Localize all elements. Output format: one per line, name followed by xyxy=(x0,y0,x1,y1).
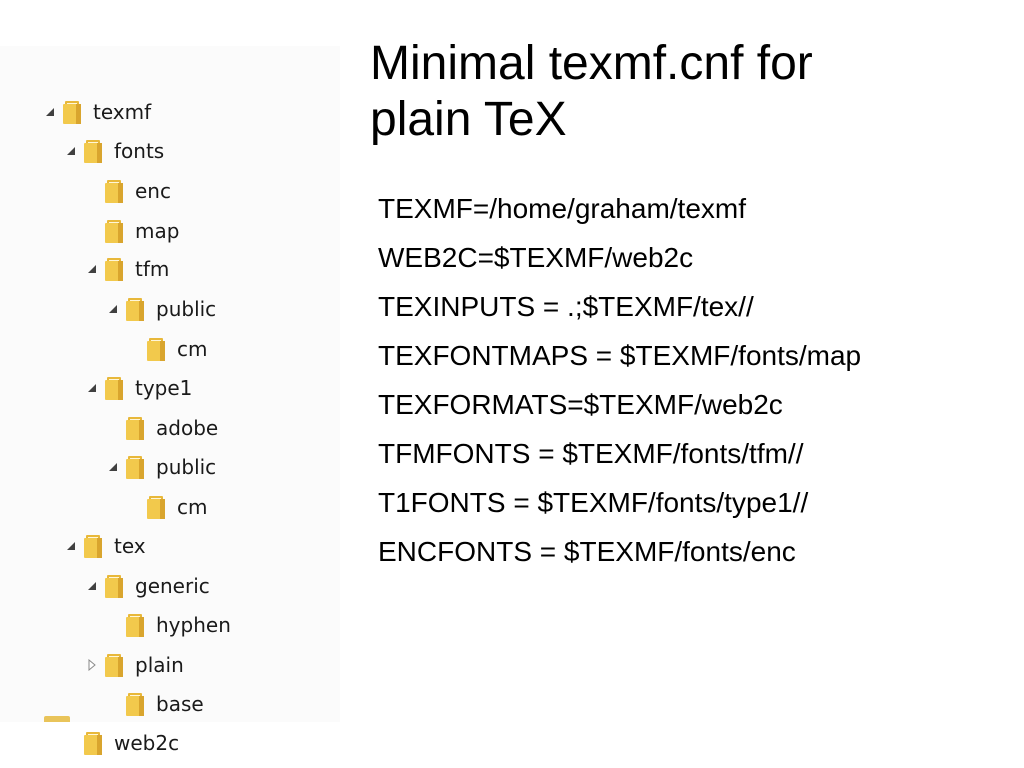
tree-item-label: public xyxy=(156,297,217,321)
folder-icon xyxy=(84,732,102,755)
tree-item-enc[interactable]: enc xyxy=(84,176,171,206)
tree-item-label: adobe xyxy=(156,416,219,440)
expanded-arrow-icon[interactable] xyxy=(84,380,100,396)
config-line-texmf: TEXMF=/home/graham/texmf xyxy=(378,193,747,224)
tree-item-label: generic xyxy=(135,574,210,598)
folder-icon xyxy=(126,614,144,637)
tree-item-label: plain xyxy=(135,653,184,677)
tree-item-generic[interactable]: generic xyxy=(84,571,210,601)
tree-item-label: cm xyxy=(177,495,208,519)
slide-title-line-1: Minimal texmf.cnf for xyxy=(370,37,813,90)
tree-item-public[interactable]: public xyxy=(105,452,216,482)
tree-item-hyphen[interactable]: hyphen xyxy=(105,610,231,640)
config-line-t1fonts: T1FONTS = $TEXMF/fonts/type1// xyxy=(378,487,809,518)
tree-item-tfm[interactable]: tfm xyxy=(84,254,169,284)
tree-item-label: type1 xyxy=(135,376,193,400)
tree-item-label: web2c xyxy=(114,731,180,755)
tree-item-label: enc xyxy=(135,179,171,203)
tree-item-tex[interactable]: tex xyxy=(63,531,146,561)
tree-item-public[interactable]: public xyxy=(105,294,216,324)
tree-item-base[interactable]: base xyxy=(105,689,204,719)
tree-item-label: tfm xyxy=(135,257,170,281)
tree-item-cm[interactable]: cm xyxy=(126,334,207,364)
config-line-texfontmaps: TEXFONTMAPS = $TEXMF/fonts/map xyxy=(378,340,862,371)
tree-item-label: base xyxy=(156,692,204,716)
expanded-arrow-icon[interactable] xyxy=(84,578,100,594)
tree-item-label: tex xyxy=(114,534,146,558)
expanded-arrow-icon[interactable] xyxy=(63,538,79,554)
expanded-arrow-icon[interactable] xyxy=(84,261,100,277)
folder-tree: texmf fonts enc map tfm public cm type1 xyxy=(0,46,340,755)
folder-icon xyxy=(147,338,165,361)
folder-icon xyxy=(126,456,144,479)
tree-item-label: fonts xyxy=(114,139,165,163)
config-line-texinputs: TEXINPUTS = .;$TEXMF/tex// xyxy=(378,291,754,322)
tree-item-label: map xyxy=(135,219,180,243)
config-line-web2c: WEB2C=$TEXMF/web2c xyxy=(378,242,694,273)
config-line-tfmfonts: TFMFONTS = $TEXMF/fonts/tfm// xyxy=(378,438,804,469)
tree-item-label: hyphen xyxy=(156,613,231,637)
tree-item-type1[interactable]: type1 xyxy=(84,373,192,403)
tree-item-fonts[interactable]: fonts xyxy=(63,136,164,166)
folder-icon xyxy=(126,298,144,321)
collapsed-arrow-icon[interactable] xyxy=(84,657,100,673)
folder-icon xyxy=(105,258,123,281)
texmf-cnf-lines: TEXMF=/home/graham/texmf WEB2C=$TEXMF/we… xyxy=(378,184,861,576)
tree-item-adobe[interactable]: adobe xyxy=(105,413,218,443)
folder-icon xyxy=(105,377,123,400)
slide-title: Minimal texmf.cnf for plain TeX xyxy=(370,36,1010,148)
expanded-arrow-icon[interactable] xyxy=(105,301,121,317)
slide-title-line-2: plain TeX xyxy=(370,93,567,146)
config-line-encfonts: ENCFONTS = $TEXMF/fonts/enc xyxy=(378,536,796,567)
expanded-arrow-icon[interactable] xyxy=(42,104,58,120)
expanded-arrow-icon[interactable] xyxy=(105,459,121,475)
tree-item-label: public xyxy=(156,455,217,479)
tree-item-texmf[interactable]: texmf xyxy=(42,97,151,127)
folder-icon xyxy=(84,535,102,558)
config-line-texformats: TEXFORMATS=$TEXMF/web2c xyxy=(378,389,783,420)
tree-item-cm[interactable]: cm xyxy=(126,492,207,522)
folder-icon xyxy=(105,575,123,598)
tree-item-plain[interactable]: plain xyxy=(84,650,184,680)
folder-icon-partial xyxy=(44,716,70,722)
folder-icon xyxy=(126,417,144,440)
tree-item-label: texmf xyxy=(93,100,152,124)
folder-icon xyxy=(105,220,123,243)
folder-icon xyxy=(84,140,102,163)
expanded-arrow-icon[interactable] xyxy=(63,143,79,159)
tree-item-map[interactable]: map xyxy=(84,216,179,246)
folder-icon xyxy=(105,654,123,677)
folder-icon xyxy=(147,496,165,519)
tree-item-label: cm xyxy=(177,337,208,361)
folder-icon xyxy=(63,101,81,124)
folder-icon xyxy=(126,693,144,716)
folder-icon xyxy=(105,180,123,203)
tree-item-web2c[interactable]: web2c xyxy=(63,728,179,758)
